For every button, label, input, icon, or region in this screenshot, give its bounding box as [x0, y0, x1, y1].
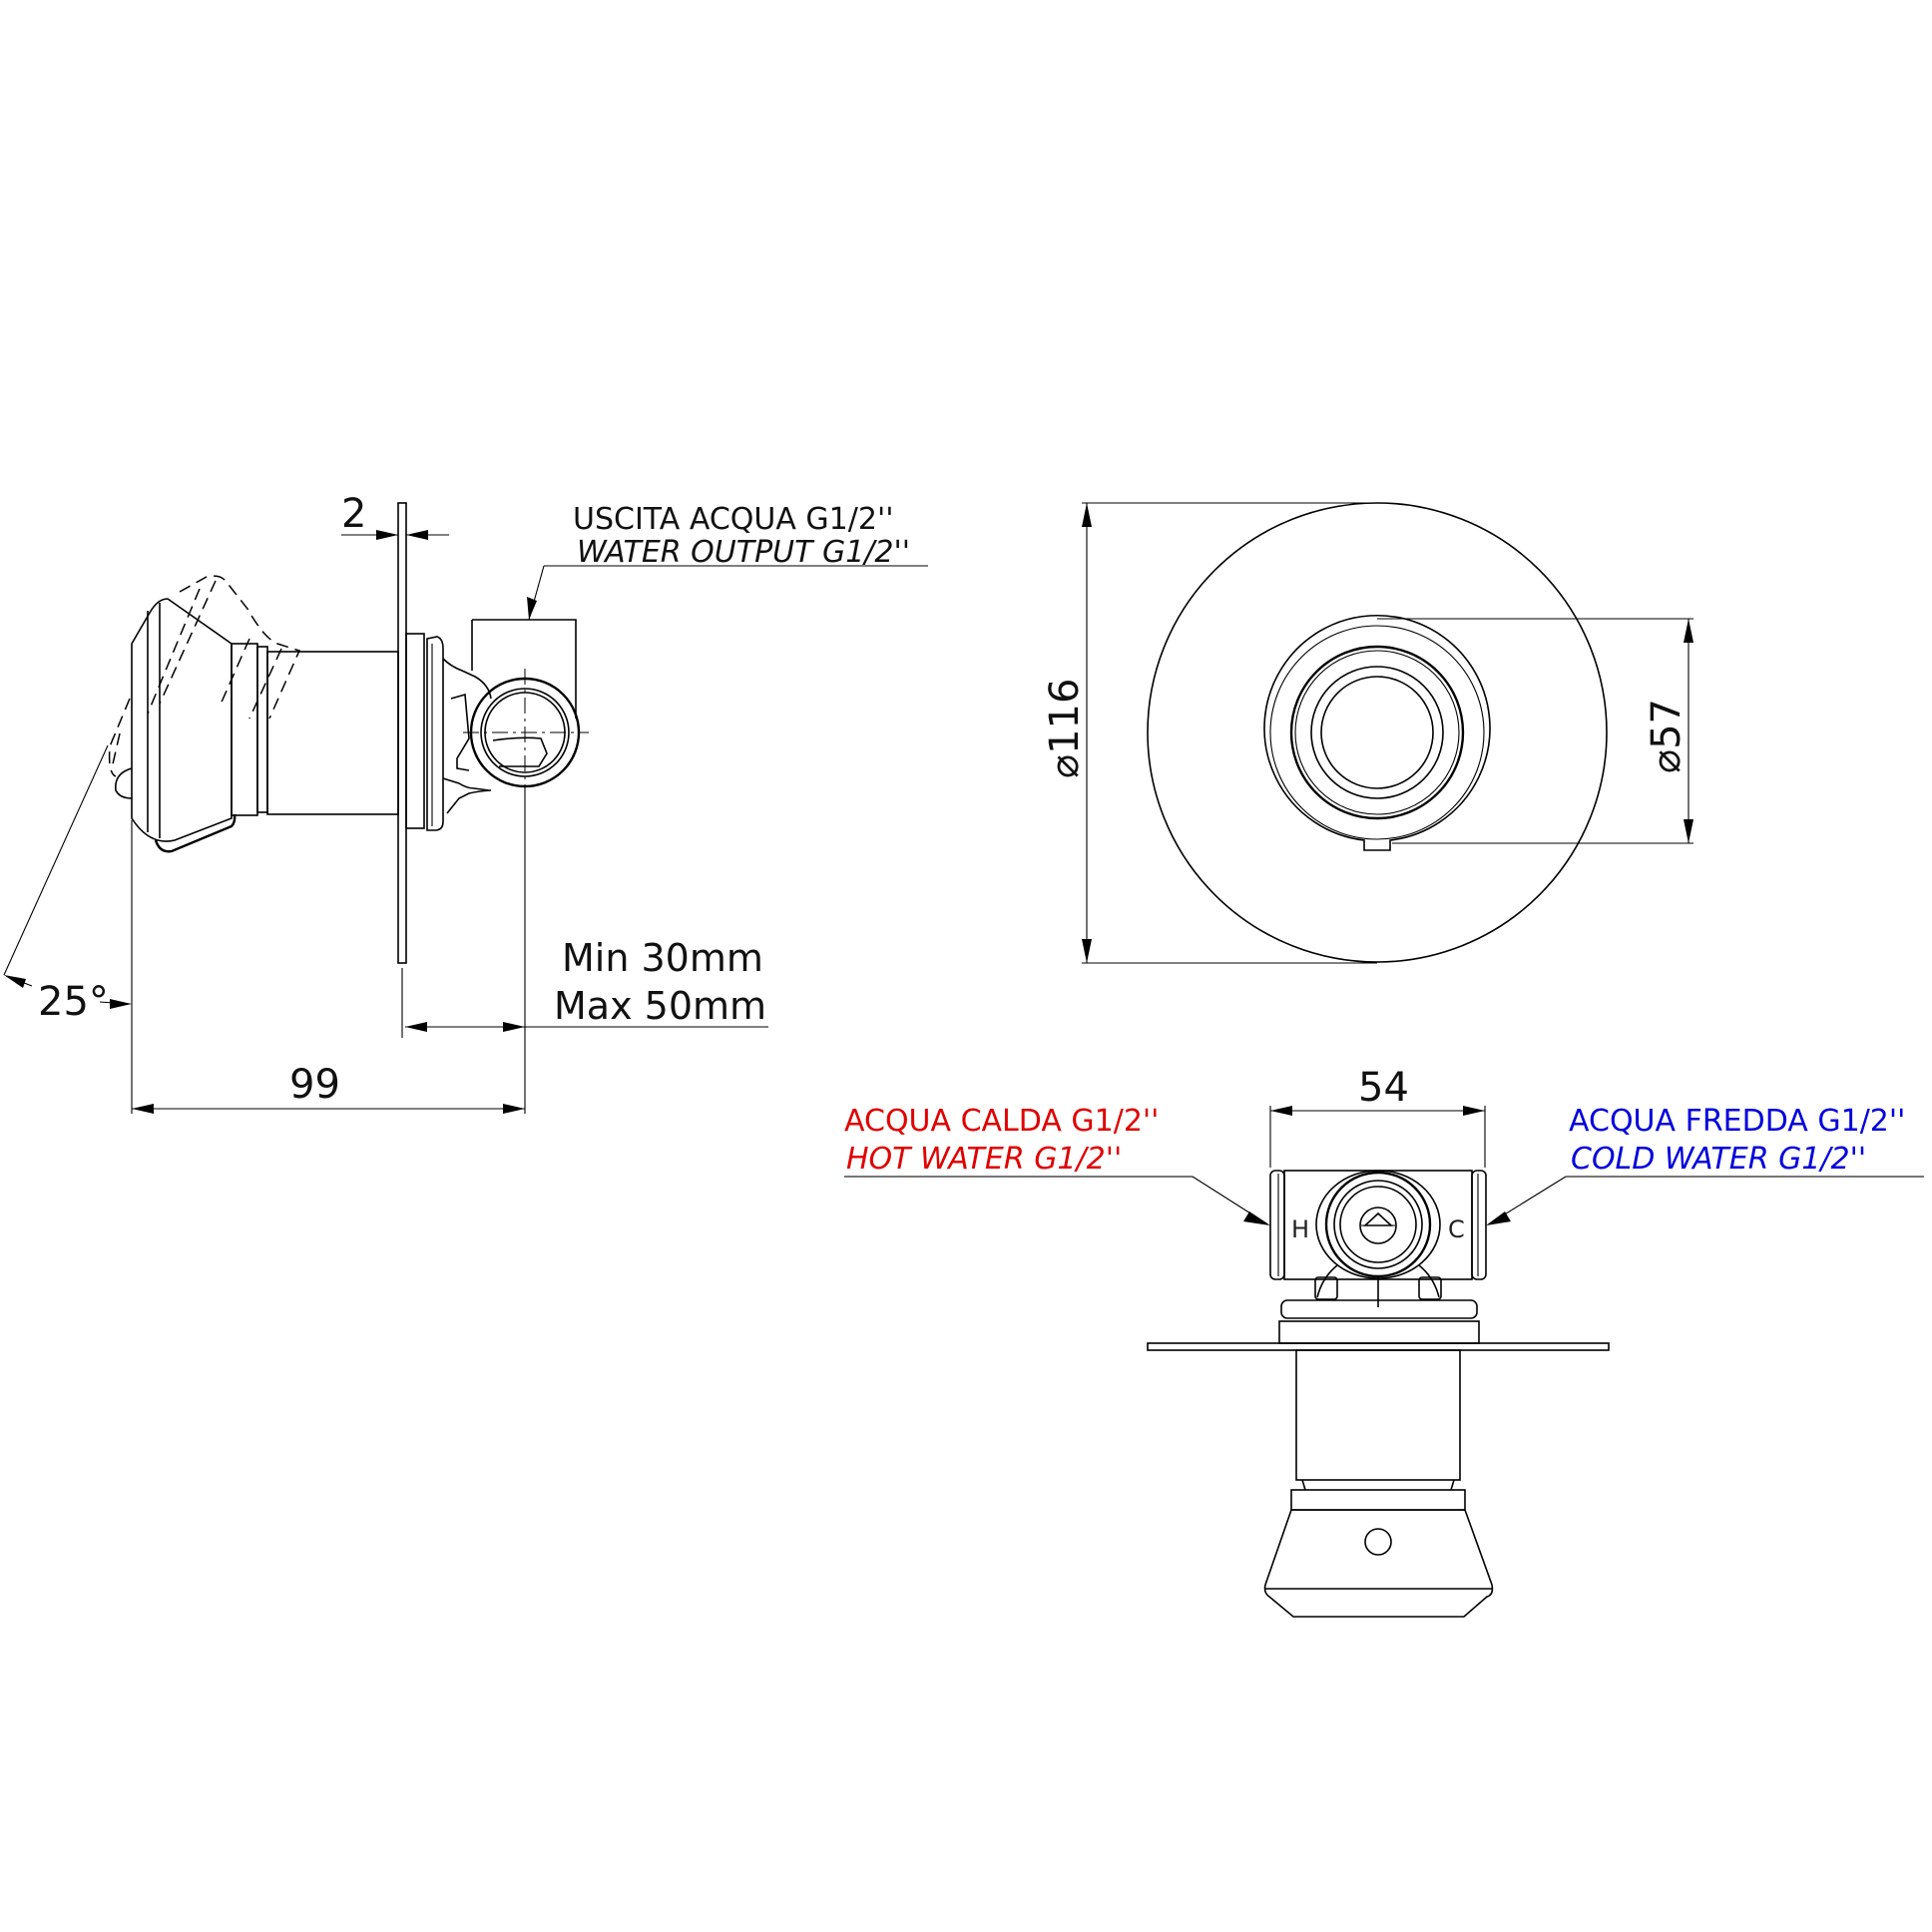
front-handle-outline	[1263, 614, 1491, 851]
side-view: 25° 2 USCITA ACQUA G1/2'' WATER OUTPUT G…	[3, 491, 928, 1114]
side-knob	[131, 598, 233, 842]
wall-depth-max: Max 50mm	[554, 984, 766, 1028]
cold-label-en: COLD WATER G1/2''	[1571, 1142, 1866, 1177]
side-wall-plate	[397, 502, 407, 964]
top-body-cylinder	[1295, 1349, 1461, 1481]
hot-marker: H	[1291, 1215, 1309, 1243]
plate-thickness-dimension: 2	[341, 491, 366, 537]
top-wall-plate	[1147, 1342, 1610, 1351]
hot-inlet-fitting[interactable]	[1269, 1170, 1285, 1280]
hot-label-it: ACQUA CALDA G1/2''	[844, 1104, 1159, 1139]
front-view: ⌀116 ⌀57	[1042, 502, 1693, 964]
top-view: 54 H C	[844, 1065, 1924, 1618]
inlet-spacing-dimension: 54	[1358, 1065, 1409, 1111]
side-knob-rotated-outline	[108, 575, 301, 777]
cold-inlet-fitting[interactable]	[1471, 1170, 1487, 1280]
knob-set-screw-hole	[1364, 1528, 1392, 1556]
side-body-cylinder	[266, 651, 399, 815]
front-wall-plate	[1147, 502, 1608, 963]
cold-label-it: ACQUA FREDDA G1/2''	[1569, 1104, 1905, 1139]
angle-dimension-text: 25°	[38, 979, 109, 1025]
hot-label-en: HOT WATER G1/2''	[846, 1142, 1122, 1177]
handle-diameter-dimension: ⌀57	[1644, 699, 1690, 773]
side-flange	[405, 633, 425, 829]
plate-diameter-dimension: ⌀116	[1042, 679, 1088, 778]
cartridge-spindle	[1359, 1207, 1397, 1244]
overall-depth-dimension: 99	[289, 1062, 340, 1108]
angle-reference-line	[3, 744, 109, 976]
cold-marker: C	[1448, 1215, 1465, 1243]
wall-depth-min: Min 30mm	[562, 936, 763, 980]
top-knob	[1263, 1509, 1494, 1618]
outlet-label-it: USCITA ACQUA G1/2''	[573, 502, 893, 537]
side-outlet-box	[472, 619, 577, 719]
outlet-label-en: WATER OUTPUT G1/2''	[577, 535, 910, 570]
